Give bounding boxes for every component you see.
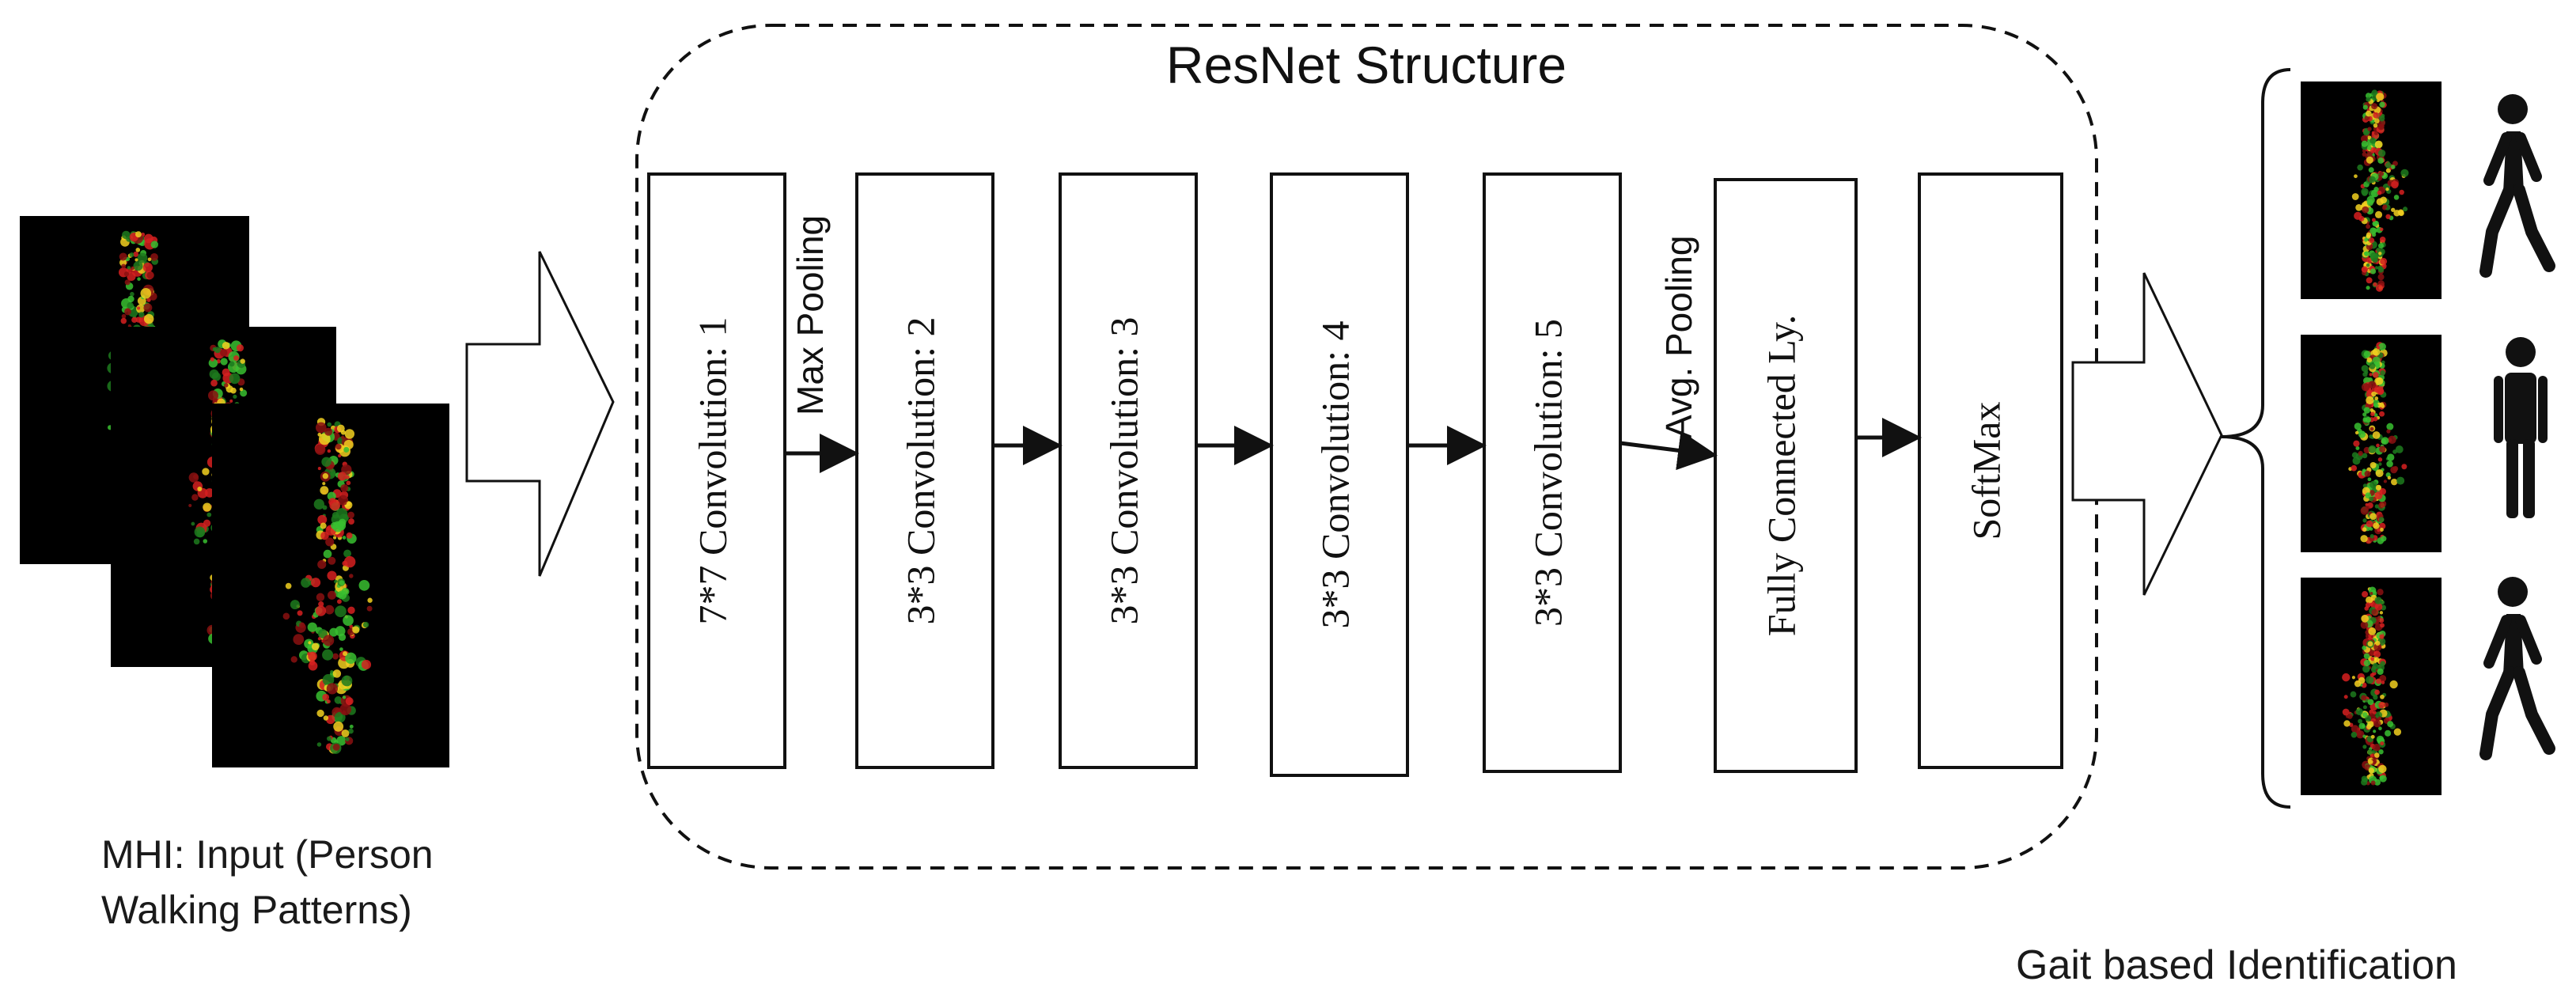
input-caption-line-1: MHI: Input (Person	[101, 832, 434, 877]
avg-pooling-label: Avg. Pooling	[1658, 236, 1699, 439]
output-group	[2301, 81, 2555, 795]
mhi-input-stack	[20, 216, 449, 767]
softmax-box: SoftMax	[1918, 172, 2063, 769]
conv1-box-frame	[647, 172, 786, 769]
conv5-box-frame	[1483, 172, 1622, 773]
output-arrow	[2071, 272, 2223, 596]
conv5-box: 3*3 Convolution: 5	[1483, 172, 1622, 773]
input-caption-line-2: Walking Patterns)	[101, 888, 412, 932]
fully-connected-box: Fully Connected Ly.	[1714, 178, 1858, 773]
output-mhi-1	[2301, 81, 2442, 299]
input-arrow	[465, 251, 615, 577]
conv1-box-label: 7*7 Convolution: 1	[690, 317, 734, 625]
fully-connected-box-label: Fully Connected Ly.	[1759, 315, 1803, 636]
output-caption: Gait based Identification	[2016, 942, 2457, 988]
output-mhi-3	[2301, 578, 2442, 795]
conv5-box-label: 3*3 Convolution: 5	[1525, 319, 1570, 627]
walking-person-icon	[2479, 94, 2555, 278]
arrow-5-6	[1619, 430, 1718, 471]
conv3-box-label: 3*3 Convolution: 3	[1101, 317, 1146, 625]
fully-connected-box-frame	[1714, 178, 1858, 773]
conv2-box: 3*3 Convolution: 2	[855, 172, 994, 769]
conv3-box: 3*3 Convolution: 3	[1059, 172, 1198, 769]
mhi-frame-3	[212, 404, 449, 767]
max-pooling-label: Max Pooling	[790, 215, 831, 415]
conv4-box-label: 3*3 Convolution: 4	[1313, 321, 1357, 629]
conv4-box: 3*3 Convolution: 4	[1270, 172, 1409, 777]
layer-group: 7*7 Convolution: 1 3*3 Convolution: 2 3*3 …	[647, 172, 2063, 777]
output-bracket	[2221, 68, 2291, 809]
input-caption: MHI: Input (Person Walking Patterns)	[101, 827, 434, 938]
walking-person-icon	[2479, 577, 2555, 760]
conv4-box-frame	[1270, 172, 1409, 777]
conv3-box-frame	[1059, 172, 1198, 769]
resnet-title: ResNet Structure	[1166, 36, 1566, 94]
conv1-box: 7*7 Convolution: 1	[647, 172, 786, 769]
softmax-box-frame	[1918, 172, 2063, 769]
connector-group	[785, 418, 1922, 473]
output-mhi-2	[2301, 335, 2442, 552]
conv2-box-label: 3*3 Convolution: 2	[898, 317, 942, 625]
softmax-box-label: SoftMax	[1964, 402, 2008, 540]
standing-person-icon	[2494, 337, 2548, 518]
